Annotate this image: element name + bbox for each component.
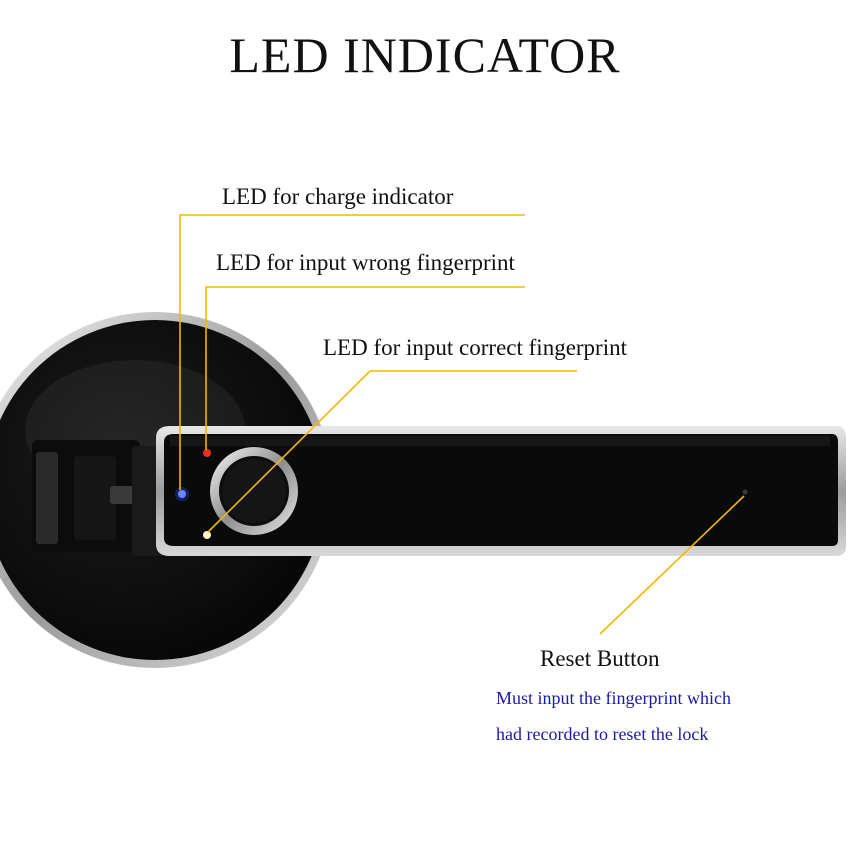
led-blue-charge-core: [178, 490, 186, 498]
leader-lines: [179, 214, 745, 635]
callout-charge-indicator: LED for charge indicator: [222, 184, 454, 209]
lock-mechanism: [32, 440, 166, 556]
callout-wrong-fingerprint: LED for input wrong fingerprint: [216, 250, 515, 275]
fingerprint-sensor: [210, 447, 298, 535]
reset-note-line-2: had recorded to reset the lock: [496, 724, 709, 744]
led-lights: [175, 449, 748, 539]
led-white-correct: [203, 531, 211, 539]
lock-handle: [156, 426, 846, 556]
led-red-wrong: [203, 449, 211, 457]
leader-line-correct: [207, 370, 577, 533]
leader-line-charge: [179, 214, 525, 490]
reset-button-hole: [742, 489, 748, 495]
callout-reset-button: Reset Button: [540, 646, 660, 671]
reset-note-line-1: Must input the fingerprint which: [496, 688, 731, 708]
page-title: LED INDICATOR: [229, 27, 621, 83]
leader-line-wrong: [205, 286, 525, 450]
callout-correct-fingerprint: LED for input correct fingerprint: [323, 335, 627, 360]
leader-line-reset: [599, 495, 745, 635]
